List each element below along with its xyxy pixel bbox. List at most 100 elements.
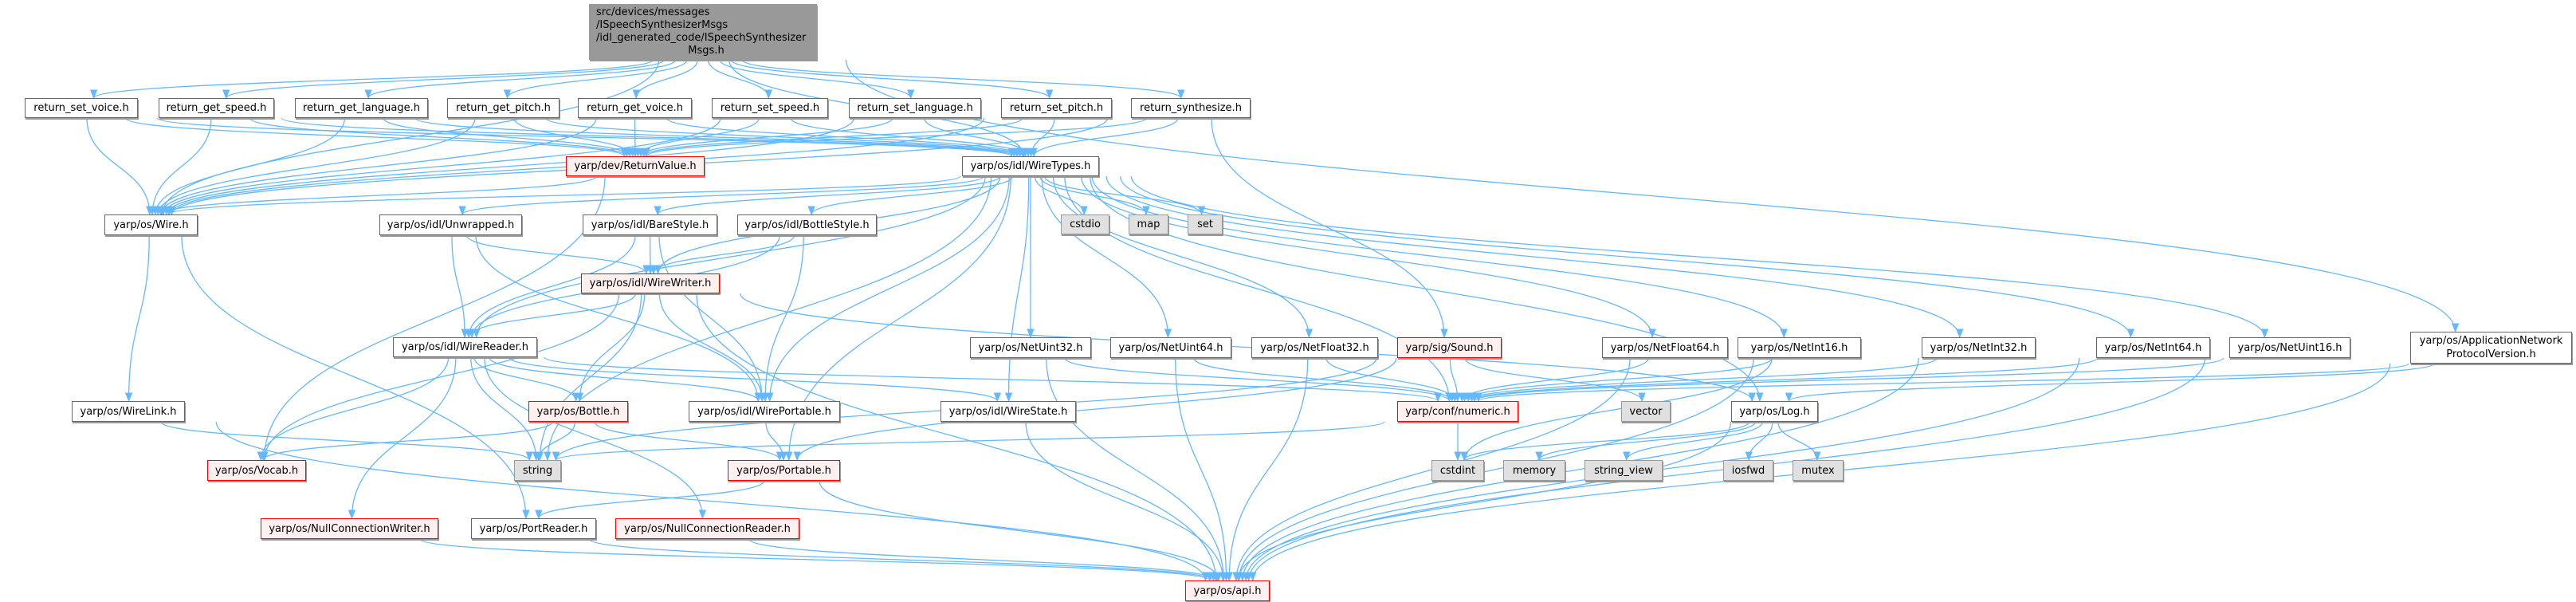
node-cstdio[interactable]: cstdio: [1061, 214, 1109, 234]
node-label: yarp/os/NetInt16.h: [1750, 341, 1848, 354]
edge-wiretypes-to-wire: [165, 175, 961, 216]
node-label: yarp/os/PortReader.h: [479, 522, 588, 535]
edge-r_get_language-to-returnvalue: [383, 117, 634, 158]
node-numeric[interactable]: yarp/conf/numeric.h: [1397, 401, 1518, 422]
edge-wiretypes-to-netint32: [1105, 175, 1964, 339]
edge-r_get_voice-to-wiretypes: [666, 117, 1027, 158]
node-r-get-language[interactable]: return_get_language.h: [295, 98, 428, 118]
node-mutex[interactable]: mutex: [1793, 460, 1844, 481]
node-label: yarp/os/idl/WirePortable.h: [697, 405, 831, 418]
edge-r_get_pitch-to-returnvalue: [513, 117, 637, 158]
edge-r_synthesize-to-returnvalue: [642, 117, 1147, 158]
node-vector[interactable]: vector: [1621, 401, 1671, 422]
node-label: yarp/os/NetFloat64.h: [1610, 341, 1720, 354]
node-iosfwd[interactable]: iosfwd: [1723, 460, 1773, 481]
node-wirereader[interactable]: yarp/os/idl/WireReader.h: [393, 337, 537, 357]
node-bottle[interactable]: yarp/os/Bottle.h: [528, 401, 628, 422]
node-unwrapped[interactable]: yarp/os/idl/Unwrapped.h: [379, 214, 522, 235]
edge-netint16-to-cstdint: [1460, 357, 1773, 462]
edge-unwrapped-to-wirewriter: [465, 234, 650, 275]
node-netfloat32[interactable]: yarp/os/NetFloat32.h: [1251, 337, 1378, 358]
node-sound[interactable]: yarp/sig/Sound.h: [1397, 337, 1502, 358]
node-label: yarp/os/ApplicationNetwork: [2419, 335, 2563, 347]
edge-netuint16-to-numeric: [1471, 357, 2225, 403]
edge-wirewriter-to-wirereader: [465, 293, 637, 339]
node-label: return_set_voice.h: [33, 102, 129, 114]
edge-r_set_pitch-to-returnvalue: [640, 117, 1023, 158]
edge-main-to-r_get_language: [364, 59, 677, 100]
node-wirelink[interactable]: yarp/os/WireLink.h: [72, 401, 185, 422]
edge-r_get_pitch-to-wire: [154, 117, 476, 216]
edge-wirestate-to-api: [1025, 421, 1227, 582]
node-string-view[interactable]: string_view: [1584, 460, 1663, 481]
edge-portable-to-api: [819, 480, 1223, 582]
node-nullconnwriter[interactable]: yarp/os/NullConnectionWriter.h: [261, 518, 438, 539]
node-cstdint[interactable]: cstdint: [1431, 460, 1484, 481]
node-r-get-pitch[interactable]: return_get_pitch.h: [447, 98, 560, 118]
edge-appnet-to-numeric: [1475, 363, 2409, 403]
edge-r_set_voice-to-wire: [86, 117, 154, 216]
edge-nullconnwriter-to-api: [418, 538, 1214, 582]
node-label: src/devices/messages: [596, 6, 710, 18]
node-map[interactable]: map: [1129, 214, 1168, 234]
node-r-set-speed[interactable]: return_set_speed.h: [712, 98, 828, 118]
node-label: yarp/os/NetUint64.h: [1118, 341, 1223, 354]
edge-wirereader-to-wirestate: [508, 356, 1001, 403]
node-netint64[interactable]: yarp/os/NetInt64.h: [2096, 337, 2210, 358]
node-wirewriter[interactable]: yarp/os/idl/WireWriter.h: [581, 273, 720, 293]
node-bottlestyle[interactable]: yarp/os/idl/BottleStyle.h: [737, 214, 877, 235]
node-r-set-pitch[interactable]: return_set_pitch.h: [1001, 98, 1112, 118]
node-string[interactable]: string: [514, 460, 561, 481]
edge-wirereader-to-nullconnwriter: [348, 356, 457, 520]
node-netint32[interactable]: yarp/os/NetInt32.h: [1922, 337, 2036, 358]
edge-wirereader-to-bottle: [473, 356, 580, 403]
node-r-set-language[interactable]: return_set_language.h: [849, 98, 981, 118]
node-netfloat64[interactable]: yarp/os/NetFloat64.h: [1602, 337, 1728, 358]
node-label: mutex: [1801, 464, 1835, 477]
node-returnvalue[interactable]: yarp/dev/ReturnValue.h: [566, 156, 705, 176]
node-wire[interactable]: yarp/os/Wire.h: [104, 214, 198, 235]
node-label: yarp/os/idl/WireState.h: [948, 405, 1068, 418]
node-portreader[interactable]: yarp/os/PortReader.h: [471, 518, 596, 539]
node-main[interactable]: src/devices/messages/ISpeechSynthesizerM…: [589, 4, 817, 60]
node-netint16[interactable]: yarp/os/NetInt16.h: [1738, 337, 1861, 358]
node-r-get-voice[interactable]: return_get_voice.h: [578, 98, 692, 118]
edge-r_get_pitch-to-wiretypes: [544, 117, 1024, 158]
node-label: yarp/os/WireLink.h: [80, 405, 177, 418]
node-api[interactable]: yarp/os/api.h: [1185, 580, 1270, 601]
edge-wiretypes-to-netfloat32: [1052, 175, 1314, 339]
edge-main-to-wire: [158, 59, 660, 216]
node-r-set-voice[interactable]: return_set_voice.h: [25, 98, 138, 118]
edge-main-to-r_get_speed: [222, 59, 665, 100]
node-netuint16[interactable]: yarp/os/NetUint16.h: [2229, 337, 2350, 358]
node-r-get-speed[interactable]: return_get_speed.h: [159, 98, 274, 118]
edge-r_get_language-to-wiretypes: [414, 117, 1021, 158]
node-wiretypes[interactable]: yarp/os/idl/WireTypes.h: [962, 156, 1099, 176]
node-nullconnreader[interactable]: yarp/os/NullConnectionReader.h: [615, 518, 799, 539]
node-wireportable[interactable]: yarp/os/idl/WirePortable.h: [689, 401, 840, 422]
node-memory[interactable]: memory: [1503, 460, 1565, 481]
node-netuint64[interactable]: yarp/os/NetUint64.h: [1110, 337, 1231, 358]
edge-wirereader-to-numeric: [544, 356, 1442, 403]
edge-netint16-to-numeric: [1461, 357, 1773, 403]
edge-r_get_speed-to-returnvalue: [249, 117, 630, 158]
node-barestyle[interactable]: yarp/os/idl/BareStyle.h: [583, 214, 717, 235]
node-wirestate[interactable]: yarp/os/idl/WireState.h: [940, 401, 1076, 422]
node-netuint32[interactable]: yarp/os/NetUint32.h: [970, 337, 1091, 358]
node-portable[interactable]: yarp/os/Portable.h: [728, 460, 840, 481]
node-label: string: [522, 464, 553, 477]
node-label: yarp/os/idl/WireWriter.h: [589, 277, 712, 289]
node-vocab[interactable]: yarp/os/Vocab.h: [207, 460, 306, 481]
node-label: yarp/os/Portable.h: [736, 464, 831, 477]
node-label: yarp/os/NetInt32.h: [1930, 341, 2028, 354]
node-r-synthesize[interactable]: return_synthesize.h: [1131, 98, 1251, 118]
edge-r_set_speed-to-wire: [159, 117, 721, 216]
edge-wirereader-to-string: [470, 356, 540, 462]
node-log[interactable]: yarp/os/Log.h: [1731, 401, 1818, 422]
edge-r_synthesize-to-wiretypes: [1030, 117, 1179, 158]
node-label: return_get_speed.h: [166, 102, 267, 114]
node-set[interactable]: set: [1188, 214, 1223, 234]
node-label: /idl_generated_code/ISpeechSynthesizer: [596, 32, 807, 44]
node-label: yarp/os/NetFloat32.h: [1260, 341, 1369, 354]
